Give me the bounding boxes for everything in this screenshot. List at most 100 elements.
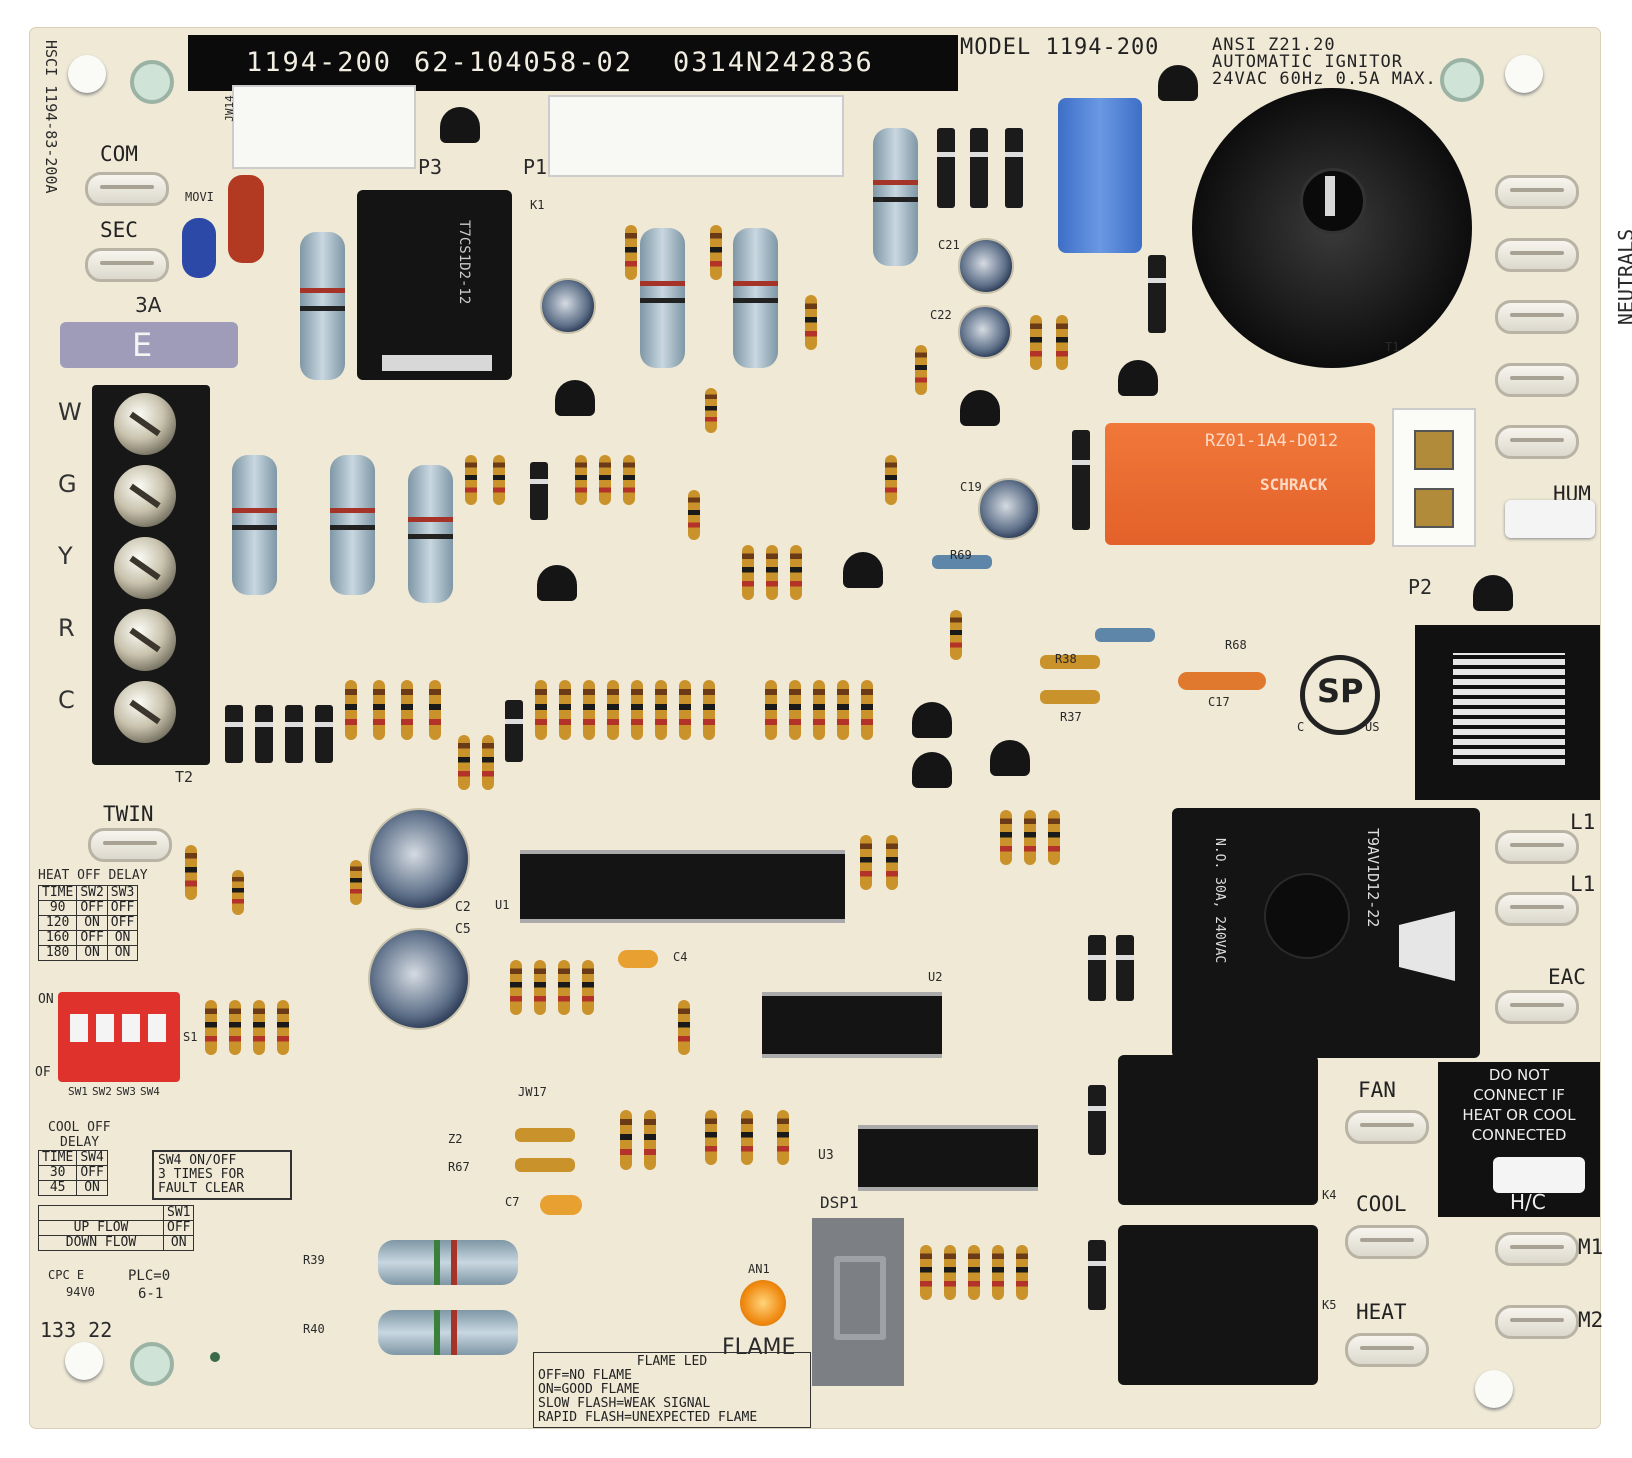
resistor-small xyxy=(860,835,872,890)
diode-d4 xyxy=(255,705,273,763)
r67-label: R67 xyxy=(448,1160,470,1174)
terminal-label-g: G xyxy=(58,470,77,498)
twin-terminal[interactable] xyxy=(88,828,172,862)
dip-switch-1[interactable] xyxy=(70,1014,88,1042)
hc-label: H/C xyxy=(1510,1190,1546,1214)
c17-label: C17 xyxy=(1208,695,1230,709)
l1-terminal-1[interactable] xyxy=(1495,830,1579,864)
neutrals-label: NEUTRALS xyxy=(1614,228,1632,326)
side-text: HSCI 1194-83-200A xyxy=(42,40,60,194)
resistor-small xyxy=(401,680,413,740)
diode-d11 xyxy=(1088,1085,1106,1155)
resistor-small xyxy=(582,960,594,1015)
diode-d6 xyxy=(505,700,523,762)
terminal-screw-c[interactable] xyxy=(114,681,176,743)
fuse[interactable]: E xyxy=(60,322,238,368)
resistor-small xyxy=(558,960,570,1015)
dip-switch-2[interactable] xyxy=(96,1014,114,1042)
r39-label: R39 xyxy=(303,1253,325,1267)
model-label: MODEL 1194-200 xyxy=(960,35,1160,60)
transistor-q5 xyxy=(1118,360,1158,396)
cool-terminal[interactable] xyxy=(1345,1225,1429,1259)
resistor-small xyxy=(861,680,873,740)
neutral-terminal-4[interactable] xyxy=(1495,363,1579,397)
heat-terminal[interactable] xyxy=(1345,1333,1429,1367)
hod-r3c1: ON xyxy=(76,945,108,961)
resistor-small xyxy=(205,1000,217,1055)
m1-terminal[interactable] xyxy=(1495,1232,1579,1266)
neutral-terminal-1[interactable] xyxy=(1495,175,1579,209)
hod-r2c2: ON xyxy=(106,930,139,946)
resistor-small-horizontal xyxy=(515,1128,575,1142)
resistor-small xyxy=(805,295,817,350)
cod-h1: SW4 xyxy=(76,1150,108,1166)
diode-d15 xyxy=(937,128,955,208)
resistor-small xyxy=(623,455,635,505)
u1-label: U1 xyxy=(495,898,510,912)
serial-number: 0314N242836 xyxy=(673,47,874,78)
connector-p3[interactable] xyxy=(232,85,416,169)
standoff-br xyxy=(1475,1370,1513,1408)
warning-line-3: HEAT OR COOL xyxy=(1462,1106,1576,1124)
hod-r3c2: ON xyxy=(106,945,139,961)
connector-p1[interactable] xyxy=(548,95,844,177)
capacitor-c4 xyxy=(618,950,658,968)
hod-r1c0: 120 xyxy=(37,915,78,931)
relay-k2-brand: SCHRACK xyxy=(1260,475,1328,494)
k1-model: T7CS1D2-12 xyxy=(456,220,472,305)
relay-k2-model: RZ01-1A4-D012 xyxy=(1205,431,1339,451)
neutral-terminal-5[interactable] xyxy=(1495,425,1579,459)
dip-switch-4[interactable] xyxy=(148,1014,166,1042)
cod-r1c1: ON xyxy=(76,1180,108,1196)
mount-hole-tl xyxy=(130,60,174,104)
seven-segment-display xyxy=(812,1218,904,1386)
hod-r2c0: 160 xyxy=(37,930,78,946)
fan-terminal[interactable] xyxy=(1345,1110,1429,1144)
c5-label: C5 xyxy=(455,922,471,937)
terminal-screw-w[interactable] xyxy=(114,393,176,455)
dip-switch-3[interactable] xyxy=(122,1014,140,1042)
resistor-small xyxy=(465,455,477,505)
transformer-pin xyxy=(1325,176,1335,216)
r40-label: R40 xyxy=(303,1322,325,1336)
sw4-note-3: FAULT CLEAR xyxy=(158,1181,245,1196)
terminal-screw-r[interactable] xyxy=(114,609,176,671)
cool-off-title-2: DELAY xyxy=(60,1135,100,1150)
transistor-q3 xyxy=(555,380,595,416)
m2-label: M2 xyxy=(1578,1308,1604,1332)
fan-label: FAN xyxy=(1358,1078,1396,1102)
sec-terminal[interactable] xyxy=(85,248,169,282)
resistor-power-5 xyxy=(232,455,277,595)
dip-sw2-label: SW2 xyxy=(92,1085,112,1098)
neutral-terminal-3[interactable] xyxy=(1495,300,1579,334)
connector-p2[interactable] xyxy=(1392,408,1476,547)
diode-d9 xyxy=(1072,430,1090,530)
terminal-screw-g[interactable] xyxy=(114,465,176,527)
standoff-bl xyxy=(65,1342,103,1380)
m2-terminal[interactable] xyxy=(1495,1305,1579,1339)
eac-terminal[interactable] xyxy=(1495,990,1579,1024)
capacitor-c21 xyxy=(958,238,1014,294)
warning-line-1: DO NOT xyxy=(1488,1066,1550,1084)
neutral-terminal-2[interactable] xyxy=(1495,238,1579,272)
resistor-small xyxy=(920,1245,932,1300)
test-point xyxy=(210,1352,220,1362)
resistor-small xyxy=(886,835,898,890)
flame-label: FLAME xyxy=(722,1335,796,1360)
resistor-small xyxy=(1000,810,1012,865)
com-terminal[interactable] xyxy=(85,172,169,206)
sw4-note: SW4 ON/OFF 3 TIMES FOR FAULT CLEAR xyxy=(152,1150,292,1200)
resistor-small xyxy=(705,388,717,433)
date-code: 133 22 xyxy=(40,1318,113,1342)
hc-jumper[interactable] xyxy=(1493,1157,1585,1193)
terminal-screw-y[interactable] xyxy=(114,537,176,599)
flame-led xyxy=(740,1280,786,1326)
l1-terminal-2[interactable] xyxy=(1495,892,1579,926)
hum-terminal[interactable] xyxy=(1505,500,1595,538)
t1-label: T1 xyxy=(1385,340,1400,354)
sec-label: SEC xyxy=(100,218,138,242)
c21-label: C21 xyxy=(938,238,960,252)
resistor-small xyxy=(607,680,619,740)
resistor-power-7 xyxy=(408,465,453,603)
